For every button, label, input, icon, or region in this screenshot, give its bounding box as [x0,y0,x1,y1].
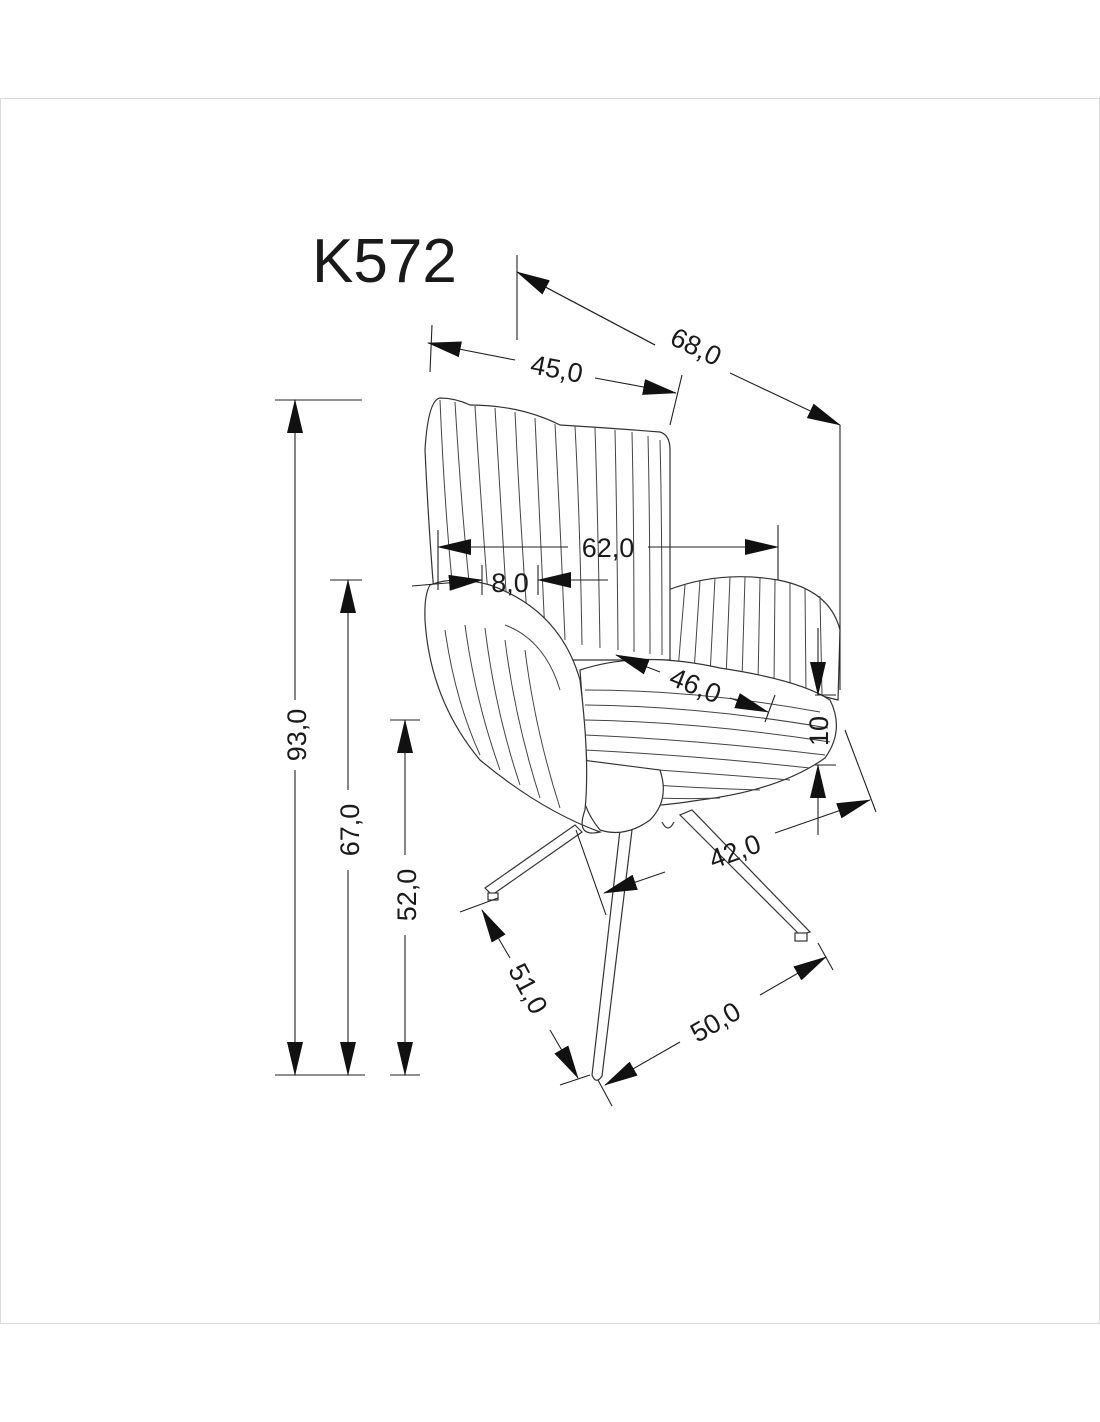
dim-armrest-width: 8,0 [491,568,529,598]
chair-illustration [424,397,841,1081]
dimension-lines [275,255,877,1107]
dim-height-total: 93,0 [282,709,312,762]
dim-base-width: 50,0 [685,996,746,1048]
model-title: K572 [312,227,457,296]
dim-seat-height: 52,0 [392,869,422,922]
dim-base-depth: 51,0 [502,959,553,1019]
left-armrest [424,579,603,834]
dim-depth-total: 68,0 [666,322,726,372]
dim-seat-thickness: 10 [804,716,834,746]
dim-back-width: 45,0 [528,349,585,388]
dim-armrest-height: 67,0 [335,804,365,857]
dim-width-total: 62,0 [582,533,635,563]
